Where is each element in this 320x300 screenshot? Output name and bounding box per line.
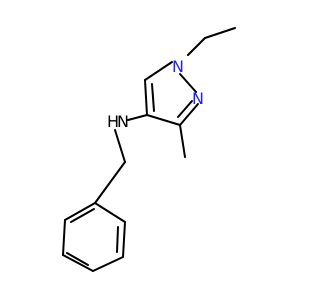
atom-nh-h-label: H [107, 112, 119, 131]
bond-benzene-3 [92, 256, 124, 272]
bond-n1-n2 [179, 73, 197, 93]
structure-canvas: N N H N [62, 27, 236, 272]
bond-ch2-ch2 [94, 161, 126, 204]
bond-benzene-double-c [70, 208, 95, 223]
atom-nh-n-label: N [117, 112, 129, 131]
bond-c3-n2-double [177, 100, 193, 118]
bond-c4-c3 [146, 114, 181, 126]
bond-c5-c4-double [151, 83, 155, 112]
bond-ethyl-ch3 [204, 27, 236, 39]
bond-benzene-2 [122, 221, 126, 258]
bond-methyl [179, 124, 186, 158]
bond-c3-n2 [179, 103, 199, 126]
bond-benzene-5 [62, 219, 66, 256]
bond-benzene-double-b [66, 252, 89, 266]
bond-c4-nh [127, 114, 148, 121]
bond-benzene-double-a [116, 226, 119, 253]
atom-n2-label: N [192, 89, 204, 108]
bond-benzene-1 [94, 202, 126, 223]
bond-c5-c4 [144, 79, 148, 116]
bond-ethyl-ch2 [187, 37, 206, 56]
bond-benzene-4 [62, 254, 94, 272]
bond-n1-c5 [144, 61, 173, 81]
bond-benzene-6 [64, 202, 96, 221]
atom-n1-label: N [172, 57, 184, 76]
bond-nh-ch2 [114, 129, 126, 163]
molecule-structure: N N H N [62, 27, 236, 272]
